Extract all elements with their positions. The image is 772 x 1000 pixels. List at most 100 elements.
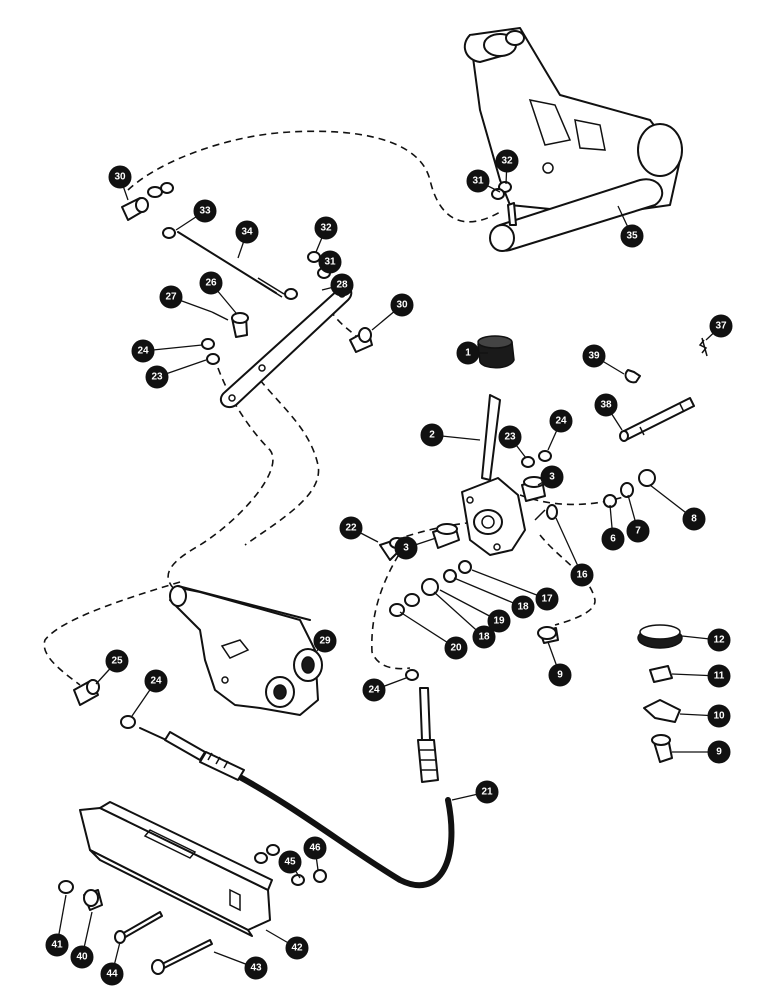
callout-27: 27 xyxy=(159,285,183,309)
callout-32: 32 xyxy=(314,216,338,240)
control-cable xyxy=(139,687,455,889)
callout-number: 7 xyxy=(635,526,641,537)
callout-26: 26 xyxy=(199,271,223,295)
callout-badge xyxy=(487,609,511,633)
callout-number: 31 xyxy=(324,257,336,268)
leader-line-18 xyxy=(453,577,524,608)
callout-badge xyxy=(314,216,338,240)
callout-badge xyxy=(313,629,337,653)
callout-number: 30 xyxy=(114,172,126,183)
callout-badge xyxy=(105,649,129,673)
callout-number: 9 xyxy=(716,747,722,758)
callout-6: 6 xyxy=(601,527,625,551)
callout-badge xyxy=(570,563,594,587)
callout-22: 22 xyxy=(339,516,363,540)
callout-40: 40 xyxy=(70,945,94,969)
callout-number: 30 xyxy=(396,300,408,311)
callout-badge xyxy=(472,625,496,649)
callout-badge xyxy=(100,962,124,986)
valve-body xyxy=(169,585,323,716)
callout-11: 11 xyxy=(707,664,731,688)
callout-number: 3 xyxy=(403,543,409,554)
callout-number: 24 xyxy=(555,416,567,427)
callout-badge xyxy=(594,393,618,417)
callout-badge xyxy=(707,740,731,764)
callout-16: 16 xyxy=(570,563,594,587)
callout-badge xyxy=(626,519,650,543)
callout-25: 25 xyxy=(105,649,129,673)
callout-21: 21 xyxy=(475,780,499,804)
callout-37: 37 xyxy=(709,314,733,338)
callout-number: 45 xyxy=(284,857,296,868)
callout-number: 23 xyxy=(504,432,516,443)
callout-30: 30 xyxy=(108,165,132,189)
hardware-lever-group xyxy=(379,450,656,681)
callout-badge xyxy=(549,409,573,433)
hardware-top-left xyxy=(121,181,512,365)
callout-badge xyxy=(475,780,499,804)
callout-number: 24 xyxy=(368,685,380,696)
callout-badge xyxy=(601,527,625,551)
callout-number: 34 xyxy=(241,227,253,238)
callout-badge xyxy=(339,516,363,540)
callout-number: 12 xyxy=(713,635,725,646)
callout-42: 42 xyxy=(285,936,309,960)
callout-number: 31 xyxy=(472,176,484,187)
callout-badge xyxy=(466,169,490,193)
callout-number: 24 xyxy=(150,676,162,687)
callout-34: 34 xyxy=(235,220,259,244)
callout-45: 45 xyxy=(278,850,302,874)
callout-29: 29 xyxy=(313,629,337,653)
callout-badge xyxy=(45,933,69,957)
callout-number: 22 xyxy=(345,523,357,534)
callout-number: 40 xyxy=(76,952,88,963)
hardware-lower-left xyxy=(73,679,136,729)
callout-badge xyxy=(394,536,418,560)
callout-number: 42 xyxy=(291,943,303,954)
callout-badge xyxy=(709,314,733,338)
callout-badge xyxy=(390,293,414,317)
callout-number: 38 xyxy=(600,400,612,411)
callout-12: 12 xyxy=(707,628,731,652)
callout-number: 33 xyxy=(199,206,211,217)
callout-number: 24 xyxy=(137,346,149,357)
callout-30: 30 xyxy=(390,293,414,317)
callouts: 1233678991011121617181819202122232324242… xyxy=(45,149,733,986)
callout-23: 23 xyxy=(145,365,169,389)
callout-3: 3 xyxy=(540,465,564,489)
hardware-bracket xyxy=(58,844,327,975)
callout-number: 39 xyxy=(588,351,600,362)
callout-44: 44 xyxy=(100,962,124,986)
callout-24: 24 xyxy=(362,678,386,702)
callout-8: 8 xyxy=(682,507,706,531)
leader-line-17 xyxy=(471,569,548,600)
callout-number: 16 xyxy=(576,570,588,581)
callout-2: 2 xyxy=(420,423,444,447)
callout-number: 10 xyxy=(713,711,725,722)
callout-number: 32 xyxy=(501,156,513,167)
callout-28: 28 xyxy=(330,273,354,297)
callout-46: 46 xyxy=(303,836,327,860)
callout-number: 23 xyxy=(151,372,163,383)
callout-number: 19 xyxy=(493,616,505,627)
callout-43: 43 xyxy=(244,956,268,980)
callout-badge xyxy=(444,636,468,660)
callout-badge xyxy=(582,344,606,368)
callout-20: 20 xyxy=(444,636,468,660)
callout-badge xyxy=(540,465,564,489)
link-bar xyxy=(219,285,353,409)
callout-number: 41 xyxy=(51,940,63,951)
callout-badge xyxy=(70,945,94,969)
callout-35: 35 xyxy=(620,224,644,248)
callout-number: 26 xyxy=(205,278,217,289)
callout-17: 17 xyxy=(535,587,559,611)
callout-badge xyxy=(682,507,706,531)
control-lever xyxy=(461,394,526,556)
callout-badge xyxy=(244,956,268,980)
callout-badge xyxy=(285,936,309,960)
callout-39: 39 xyxy=(582,344,606,368)
callout-number: 18 xyxy=(478,632,490,643)
callout-number: 44 xyxy=(106,969,118,980)
callout-9: 9 xyxy=(707,740,731,764)
